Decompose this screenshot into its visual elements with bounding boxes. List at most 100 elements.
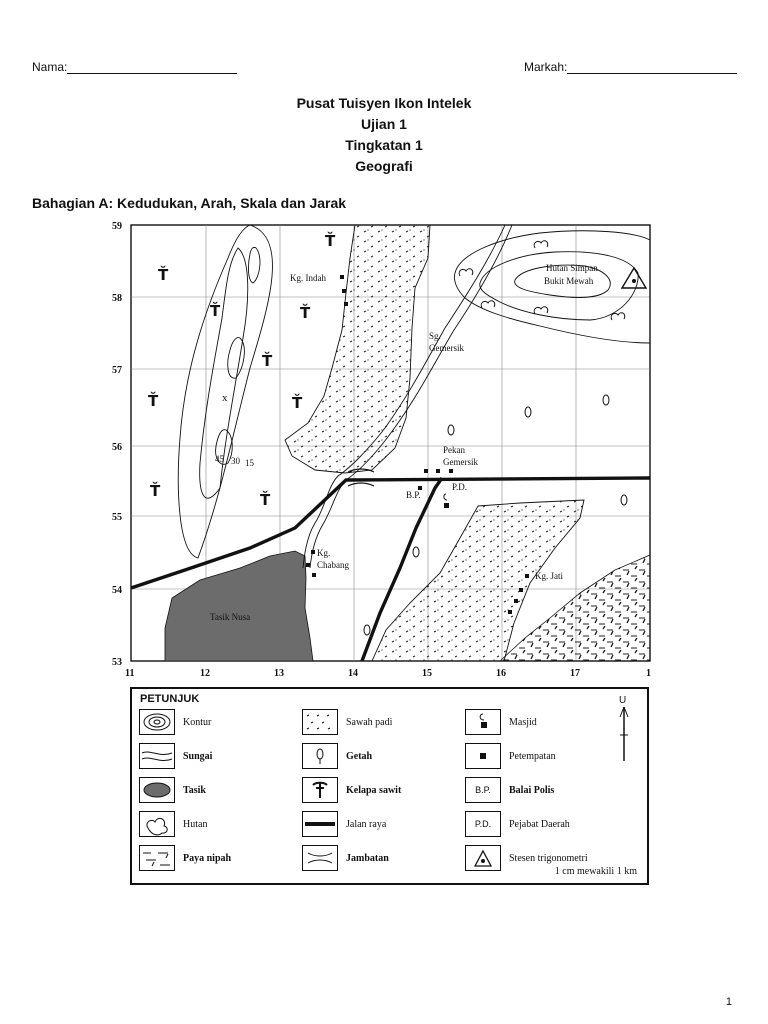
oil-palm-icon: Ť	[300, 303, 311, 322]
bridge-icon	[302, 845, 338, 871]
oil-palm-icon: Ť	[210, 301, 221, 320]
svg-text:16: 16	[496, 668, 506, 679]
rubber-icon	[412, 546, 420, 558]
svg-text:56: 56	[112, 442, 122, 453]
mosque-icon	[465, 709, 501, 735]
paddy-field-southeast	[371, 499, 585, 662]
hutan-simpan-label-1: Hutan Simpan	[546, 263, 598, 273]
north-arrow-icon	[619, 706, 629, 761]
rubber-symbols	[363, 394, 628, 636]
name-label: Nama:	[32, 60, 68, 74]
svg-text:14: 14	[348, 668, 358, 679]
north-arrow: U	[616, 695, 636, 765]
paddy-icon	[302, 709, 338, 735]
main-road	[130, 476, 651, 662]
rubber-icon	[447, 424, 455, 436]
trig-station-icon	[465, 845, 501, 871]
pd-label: P.D.	[452, 482, 467, 492]
tasik-nusa-label: Tasik Nusa	[210, 612, 250, 622]
oil-palm-icon	[302, 777, 338, 803]
map-legend: PETUNJUK Kontur Sungai Tasik Hutan Paya …	[130, 687, 649, 885]
easting-labels: 11 12 13 14 15 16 17 1	[125, 668, 651, 679]
river-sg-gemersik	[302, 224, 513, 569]
rubber-icon	[602, 394, 610, 406]
scale-text: 1 cm mewakili 1 km	[554, 866, 637, 877]
oil-palm-icon: Ť	[325, 231, 336, 250]
svg-text:13: 13	[274, 668, 284, 679]
sg-gemersik-label-2: Gemersik	[429, 343, 464, 353]
rubber-icon	[363, 624, 371, 636]
mark-field[interactable]: Markah:	[524, 60, 738, 74]
oil-palm-icon: Ť	[158, 265, 169, 284]
forest-symbols	[458, 240, 626, 321]
settlement-icon	[465, 743, 501, 769]
mark-blank[interactable]	[567, 61, 738, 74]
oil-palm-symbols: Ť Ť Ť Ť Ť Ť Ť Ť Ť	[148, 231, 336, 509]
svg-text:53: 53	[112, 657, 122, 668]
rubber-icon	[620, 494, 628, 506]
river-icon	[139, 743, 175, 769]
oil-palm-icon: Ť	[262, 351, 273, 370]
hutan-simpan-label-2: Bukit Mewah	[544, 276, 594, 286]
contour-hill-east	[454, 230, 651, 344]
kg-chabang-label-1: Kg.	[317, 548, 330, 558]
name-blank[interactable]	[67, 61, 238, 74]
legend-title: PETUNJUK	[140, 693, 200, 705]
contour-15-label: 15	[245, 458, 255, 468]
rubber-icon	[302, 743, 338, 769]
svg-text:1: 1	[646, 668, 651, 679]
lake-icon	[139, 777, 175, 803]
district-office-icon: P.D.	[465, 811, 501, 837]
form-title: Tingkatan 1	[345, 137, 423, 153]
svg-text:58: 58	[112, 293, 122, 304]
pekan-label-1: Pekan	[443, 445, 465, 455]
mosque-symbol	[443, 493, 449, 508]
road-icon	[302, 811, 338, 837]
contour-30-label: 30	[231, 456, 241, 466]
svg-text:17: 17	[570, 668, 580, 679]
svg-text:57: 57	[112, 365, 122, 376]
mark-label: Markah:	[524, 60, 568, 74]
kg-chabang-label-2: Chabang	[317, 560, 349, 570]
svg-text:54: 54	[112, 585, 122, 596]
forest-icon	[458, 268, 474, 277]
x-mark-label: x	[222, 392, 228, 404]
subject-title: Geografi	[355, 158, 413, 174]
forest-icon	[533, 306, 549, 315]
svg-text:59: 59	[112, 221, 122, 232]
pekan-label-2: Gemersik	[443, 457, 478, 467]
topographic-map: 59 58 57 56 55 54 53 11 12 13 14 15 16 1…	[110, 218, 655, 683]
kg-jati-label: Kg. Jati	[535, 571, 563, 581]
kg-indah-label: Kg. Indah	[290, 273, 326, 283]
forest-icon	[480, 300, 496, 309]
forest-icon	[610, 312, 626, 321]
section-heading: Bahagian A: Kedudukan, Arah, Skala dan J…	[32, 195, 347, 211]
rubber-icon	[524, 406, 532, 418]
sg-gemersik-label-1: Sg.	[429, 331, 441, 341]
trig-station-symbol	[620, 266, 648, 289]
police-icon: B.P.	[465, 777, 501, 803]
forest-icon	[139, 811, 175, 837]
name-field[interactable]: Nama:	[32, 60, 238, 74]
paya-nipah-swamp	[498, 554, 651, 662]
oil-palm-icon: Ť	[148, 391, 159, 410]
svg-text:55: 55	[112, 512, 122, 523]
svg-text:15: 15	[422, 668, 432, 679]
forest-icon	[533, 240, 549, 249]
svg-text:11: 11	[125, 668, 134, 679]
contour-45-label: 45	[215, 454, 225, 464]
oil-palm-icon: Ť	[292, 393, 303, 412]
north-label: U	[619, 695, 627, 706]
oil-palm-icon: Ť	[260, 490, 271, 509]
svg-text:12: 12	[200, 668, 210, 679]
page-number: 1	[725, 996, 732, 1008]
exam-title: Ujian 1	[361, 116, 407, 132]
northing-labels: 59 58 57 56 55 54 53	[112, 221, 122, 668]
tuition-center-title: Pusat Tuisyen Ikon Intelek	[296, 95, 472, 111]
bp-label: B.P.	[406, 490, 421, 500]
oil-palm-icon: Ť	[150, 481, 161, 500]
tasik-nusa-lake	[164, 550, 314, 662]
swamp-icon	[139, 845, 175, 871]
contour-icon	[139, 709, 175, 735]
bridge-mark	[347, 468, 375, 487]
